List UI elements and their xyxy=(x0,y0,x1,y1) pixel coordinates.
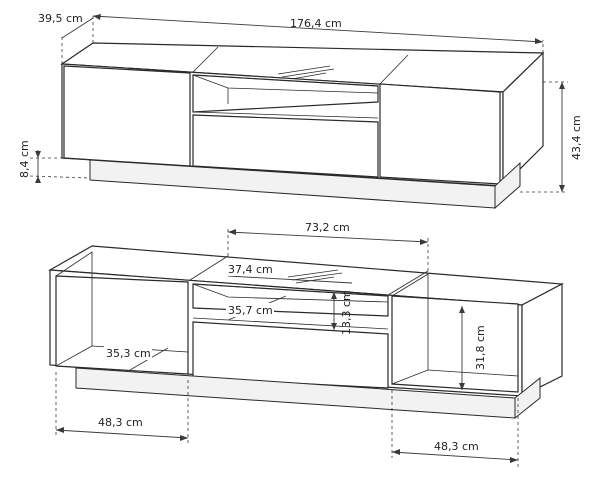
open-drawer-edge xyxy=(192,317,389,330)
open-top-divider-left xyxy=(189,255,229,281)
top-divider-right xyxy=(379,54,409,85)
niche-dim-line xyxy=(227,231,429,243)
right-height-arrow-bottom xyxy=(459,383,465,390)
left-depth-bg xyxy=(104,346,152,360)
base-arrow-top xyxy=(35,151,41,158)
right-width-label: 48,3 cm xyxy=(434,440,479,453)
right-width-arrow-left xyxy=(392,449,400,455)
center-drawer xyxy=(192,114,379,178)
height-label: 43,4 cm xyxy=(570,115,583,160)
niche-arrow-left xyxy=(228,229,236,235)
open-center-niche-back xyxy=(192,283,389,303)
open-glass-mark-1 xyxy=(287,269,339,278)
base-ext-2 xyxy=(29,175,91,179)
open-right-side xyxy=(521,283,563,397)
niche-arrow-right xyxy=(420,239,428,245)
width-dim-line xyxy=(92,15,544,43)
drawer-top-edge xyxy=(192,111,379,119)
right-compartment-floor xyxy=(427,369,519,377)
bottom-view-drawing xyxy=(47,245,565,420)
left-door xyxy=(63,65,191,167)
width-arrow-right xyxy=(535,38,543,44)
top-niche-height-label: 13,3 cm xyxy=(340,290,353,335)
top-niche-height-arrow-top xyxy=(331,292,337,299)
top-niche-height-arrow-bottom xyxy=(331,323,337,330)
top-niche-width-label: 37,4 cm xyxy=(228,263,273,276)
open-center-drawer xyxy=(192,321,389,389)
open-glass-mark-2 xyxy=(291,272,343,281)
height-arrow-top xyxy=(559,82,565,89)
left-width-arrow-right xyxy=(180,435,188,441)
right-door xyxy=(379,83,501,185)
bottom-view-dimensions: 73,2 cm 37,4 cm 35,7 cm 13,3 cm 35,3 cm … xyxy=(55,221,519,468)
right-width-line xyxy=(391,451,519,461)
top-view-drawing xyxy=(60,42,545,210)
base-arrow-bottom xyxy=(35,176,41,183)
base-height-label: 8,4 cm xyxy=(18,140,31,178)
niche-width-label: 73,2 cm xyxy=(305,221,350,234)
right-side-face xyxy=(502,51,544,188)
width-label: 176,4 cm xyxy=(290,17,342,30)
height-arrow-bottom xyxy=(559,185,565,192)
open-top-divider-right xyxy=(387,270,429,296)
top-niche-label-bg xyxy=(226,262,274,276)
left-width-label: 48,3 cm xyxy=(98,416,143,429)
top-niche-dim-line xyxy=(227,275,353,284)
right-width-arrow-right xyxy=(510,457,518,463)
top-niche-depth-bg xyxy=(226,303,274,317)
depth-label: 39,5 cm xyxy=(38,12,83,25)
right-compartment xyxy=(391,295,519,393)
left-width-line xyxy=(55,429,189,439)
right-inner-height-label: 31,8 cm xyxy=(474,325,487,370)
open-plinth-side xyxy=(514,376,541,420)
glass-mark-1 xyxy=(277,65,331,75)
left-width-arrow-left xyxy=(56,427,64,433)
right-height-arrow-top xyxy=(459,306,465,313)
plinth-side xyxy=(494,161,521,210)
top-divider-left xyxy=(191,46,219,74)
top-view-dimensions: 39,5 cm 176,4 cm 8,4 cm 43,4 cm xyxy=(18,12,583,193)
top-niche-depth-label: 35,7 cm xyxy=(228,304,273,317)
open-glass-mark-3 xyxy=(295,276,335,284)
center-niche-back xyxy=(192,74,379,94)
width-arrow-left xyxy=(93,14,101,20)
left-inner-depth-label: 35,3 cm xyxy=(106,347,151,360)
glass-mark-2 xyxy=(281,68,335,78)
depth-dim-line xyxy=(61,17,94,39)
